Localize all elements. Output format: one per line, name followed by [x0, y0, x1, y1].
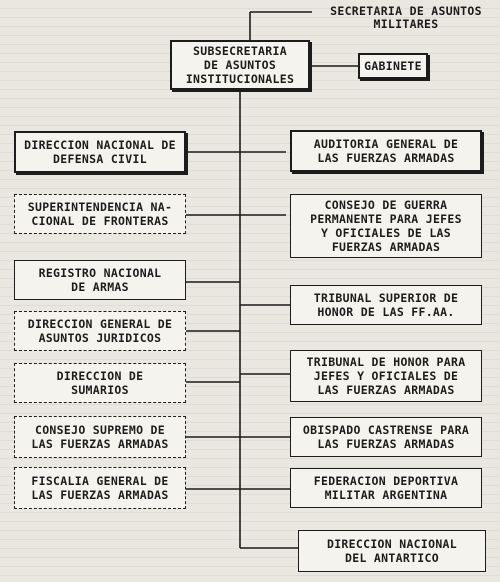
right-box-3: TRIBUNAL SUPERIOR DE HONOR DE LAS FF.AA. [290, 285, 482, 325]
subsecretaria-box: SUBSECRETARIA DE ASUNTOS INSTITUCIONALES [170, 40, 310, 90]
left-box-6: CONSEJO SUPREMO DE LAS FUERZAS ARMADAS [14, 416, 186, 458]
left-box-2: SUPERINTENDENCIA NA- CIONAL DE FRONTERAS [14, 194, 186, 234]
secretaria-label: SECRETARIA DE ASUNTOS MILITARES [330, 4, 482, 31]
right-box-4: TRIBUNAL DE HONOR PARA JEFES Y OFICIALES… [290, 350, 482, 402]
left-box-1: DIRECCION NACIONAL DE DEFENSA CIVIL [14, 131, 186, 173]
left-box-4: DIRECCION GENERAL DE ASUNTOS JURIDICOS [14, 311, 186, 351]
right-box-5: OBISPADO CASTRENSE PARA LAS FUERZAS ARMA… [290, 417, 482, 457]
right-box-2: CONSEJO DE GUERRA PERMANENTE PARA JEFES … [290, 194, 482, 258]
right-box-1: AUDITORIA GENERAL DE LAS FUERZAS ARMADAS [290, 130, 482, 172]
left-box-7: FISCALIA GENERAL DE LAS FUERZAS ARMADAS [14, 467, 186, 509]
gabinete-box: GABINETE [358, 53, 428, 79]
left-box-5: DIRECCION DE SUMARIOS [14, 363, 186, 403]
left-box-3: REGISTRO NACIONAL DE ARMAS [14, 260, 186, 300]
right-box-7: DIRECCION NACIONAL DEL ANTARTICO [298, 530, 486, 572]
right-box-6: FEDERACION DEPORTIVA MILITAR ARGENTINA [290, 468, 482, 508]
